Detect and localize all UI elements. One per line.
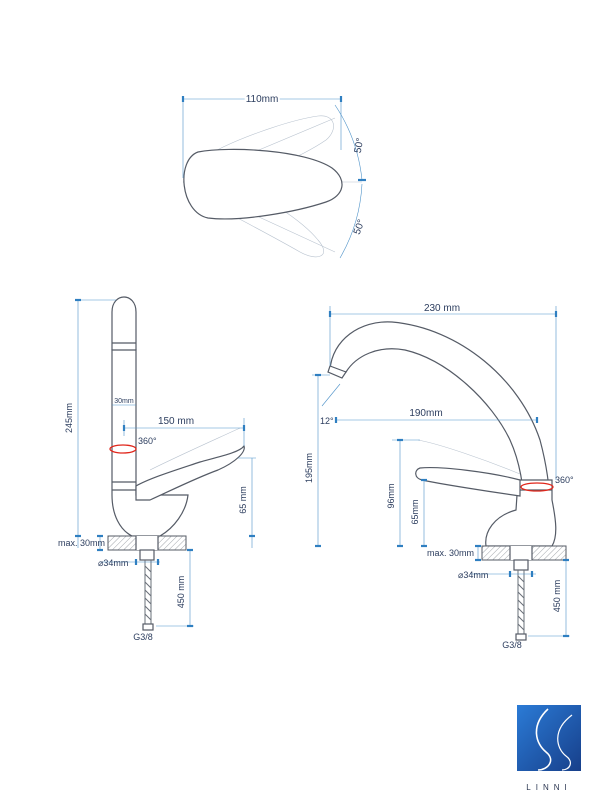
front-reach-label: 190mm [409, 408, 442, 419]
front-hose [517, 570, 525, 636]
front-view: 230 mm 12° 190mm 195mm 96mm 65mm 360° ma… [304, 303, 574, 650]
lever-top-outline [183, 148, 343, 220]
front-height-label: 195mm [304, 453, 314, 483]
side-rotation-label: 360° [138, 436, 157, 446]
front-rotation-label: 360° [555, 475, 574, 485]
side-view: 245mm 30mm 150 mm 360° 65 mm max. 30mm ⌀… [58, 296, 256, 642]
front-width-label: 230 mm [424, 303, 460, 314]
top-width-label: 110mm [246, 94, 279, 105]
front-lever [415, 467, 521, 497]
side-lever [135, 444, 245, 501]
side-base-height-label: 65 mm [238, 486, 248, 514]
front-max-thickness-label: max. 30mm [427, 548, 474, 558]
front-handle-height-label: 96mm [386, 483, 396, 508]
side-hole-label: ⌀34mm [98, 558, 128, 568]
brand-name: LINNI [526, 783, 571, 792]
front-hose-label: 450 mm [552, 580, 562, 613]
logo-wave-icon [535, 708, 552, 771]
top-view: 110mm 50° 50° [181, 92, 368, 259]
side-inner-width-label: 30mm [114, 398, 134, 405]
front-rotation-marker [520, 482, 554, 492]
side-max-thickness-label: max. 30mm [58, 538, 105, 548]
side-rotation-marker [109, 444, 137, 454]
angle-lower-label: 50° [352, 218, 368, 236]
side-spout [111, 296, 137, 356]
side-thread-label: G3/8 [133, 632, 153, 642]
front-hole-label: ⌀34mm [458, 570, 488, 580]
side-handle-label: 150 mm [158, 416, 194, 427]
side-hose-label: 450 mm [176, 576, 186, 609]
brand-logo: LINNI [517, 705, 581, 792]
angle-upper-label: 50° [353, 137, 366, 154]
front-thread-label: G3/8 [502, 640, 522, 650]
side-height-label: 245mm [64, 403, 74, 433]
front-tilt-label: 12° [320, 416, 334, 426]
front-base-height-label: 65mm [410, 499, 420, 524]
